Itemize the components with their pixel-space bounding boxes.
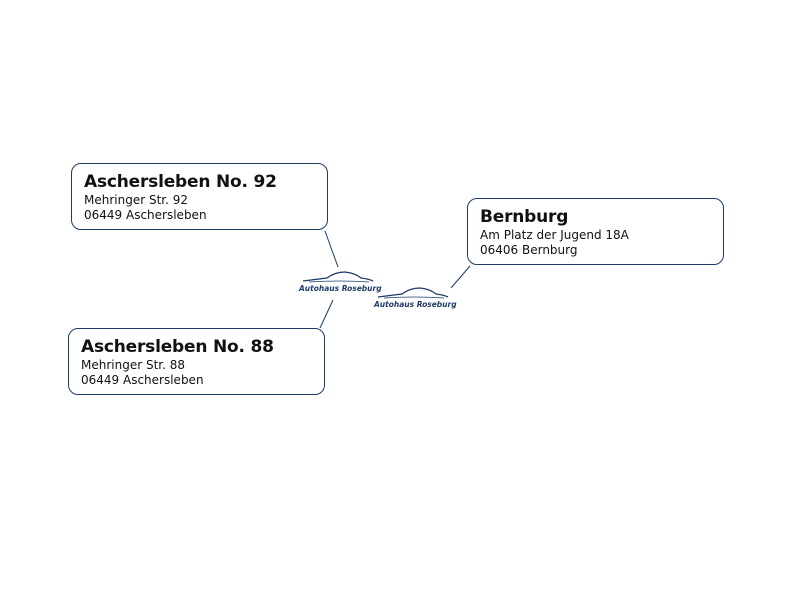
map-marker-logo[interactable]: Autohaus Roseburg xyxy=(374,285,457,309)
map-marker-logo[interactable]: Autohaus Roseburg xyxy=(299,269,382,293)
location-title: Aschersleben No. 92 xyxy=(84,172,277,192)
logo-text: Autohaus Roseburg xyxy=(299,284,382,293)
car-logo-icon xyxy=(302,271,374,283)
location-street: Mehringer Str. 92 xyxy=(84,193,189,207)
connector-line xyxy=(324,230,339,268)
car-logo-icon xyxy=(377,287,449,299)
location-street: Am Platz der Jugend 18A xyxy=(480,228,629,242)
location-street: Mehringer Str. 88 xyxy=(81,358,186,372)
location-card-aschersleben-92[interactable]: Aschersleben No. 92 Mehringer Str. 92 06… xyxy=(71,163,328,230)
location-title: Aschersleben No. 88 xyxy=(81,337,274,357)
location-title: Bernburg xyxy=(480,207,569,227)
connector-line xyxy=(319,299,334,329)
location-city: 06449 Aschersleben xyxy=(81,373,204,387)
logo-text: Autohaus Roseburg xyxy=(374,300,457,309)
location-city: 06449 Aschersleben xyxy=(84,208,207,222)
location-city: 06406 Bernburg xyxy=(480,243,578,257)
location-card-aschersleben-88[interactable]: Aschersleben No. 88 Mehringer Str. 88 06… xyxy=(68,328,325,395)
connector-line xyxy=(450,265,471,289)
location-card-bernburg[interactable]: Bernburg Am Platz der Jugend 18A 06406 B… xyxy=(467,198,724,265)
